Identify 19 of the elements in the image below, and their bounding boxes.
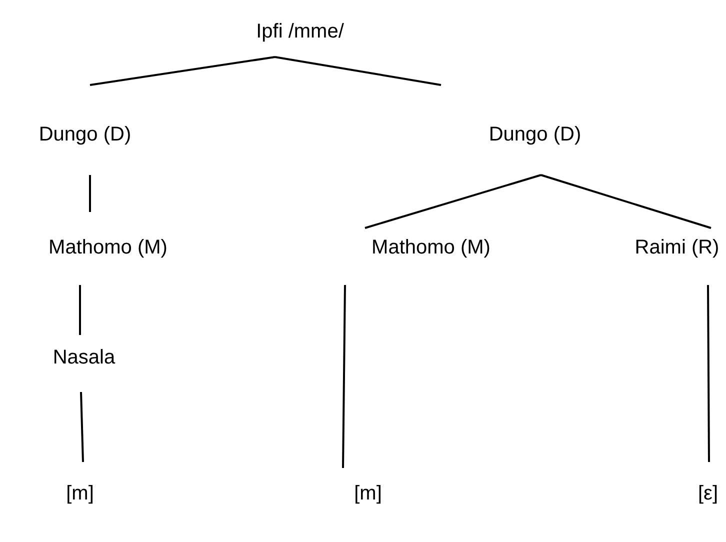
node-label: Mathomo (M)	[48, 236, 168, 260]
node-label: Raimi (R)	[634, 236, 720, 260]
node-label: Nasala	[52, 346, 116, 370]
tree-branch-line	[90, 56, 276, 86]
tree-branch-line	[540, 174, 712, 229]
tree-branch-line	[707, 285, 710, 462]
node-label: [m]	[66, 482, 94, 506]
node-label: [ε]	[698, 482, 718, 506]
tree-branch-line	[80, 392, 84, 462]
tree-branch-line	[89, 175, 91, 212]
node-label: Dungo (D)	[488, 124, 582, 146]
node-label: Mathomo (M)	[372, 236, 490, 260]
tree-branch-line	[79, 285, 81, 335]
tree-branch-line	[342, 284, 346, 468]
tree-branch-line	[364, 174, 542, 229]
node-label: [m]	[354, 482, 382, 506]
node-label: Ipfi /mme/	[256, 20, 344, 44]
tree-branch-line	[274, 56, 442, 86]
node-label: Dungo (D)	[38, 124, 132, 146]
